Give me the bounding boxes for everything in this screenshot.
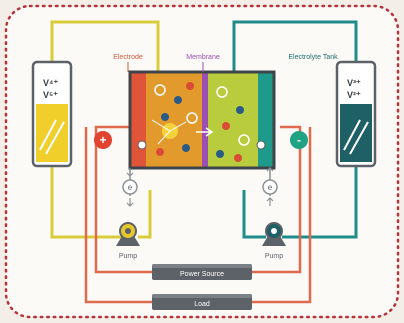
power-source-label: Power Source bbox=[180, 271, 224, 278]
membrane-label: Membrane bbox=[186, 54, 220, 61]
electron-icon bbox=[122, 168, 138, 207]
right-half-cell bbox=[208, 72, 258, 168]
left-tank-ion-2: V⁵⁺ bbox=[43, 90, 58, 100]
electron-symbol-right: e bbox=[268, 183, 273, 192]
positive-terminal-symbol: + bbox=[99, 133, 106, 147]
ion-arrow-icon bbox=[196, 127, 214, 137]
negative-terminal-icon bbox=[290, 131, 308, 149]
electrode-electron-icon-right bbox=[256, 140, 266, 150]
ion-icon bbox=[238, 134, 250, 146]
electron-symbol-left: e bbox=[128, 183, 133, 192]
electrode-electron-icon-left bbox=[137, 140, 147, 150]
ion-icon bbox=[161, 113, 169, 121]
ion-icon bbox=[156, 148, 164, 156]
membrane bbox=[202, 72, 208, 168]
ion-icon bbox=[174, 96, 182, 104]
right-tank-ion-2: V²⁺ bbox=[347, 90, 361, 100]
ion-icon bbox=[186, 82, 194, 90]
ion-icon bbox=[216, 86, 228, 98]
ion-icon bbox=[154, 84, 166, 96]
right-electrode bbox=[258, 72, 274, 168]
left-electrolyte-loop bbox=[50, 20, 160, 239]
pump-left-label: Pump bbox=[119, 253, 137, 260]
electron-icon bbox=[262, 167, 278, 206]
right-electrolyte-tank bbox=[335, 60, 377, 168]
electrolyte-tank-label: Electrolyte Tank bbox=[288, 54, 338, 61]
load-bar bbox=[152, 294, 252, 310]
electrode-label: Electrode bbox=[113, 54, 143, 61]
pump-right-label: Pump bbox=[265, 253, 283, 260]
cell-stack bbox=[128, 70, 276, 170]
left-tank-ion-1: V⁴⁺ bbox=[43, 78, 58, 88]
left-electrolyte-tank bbox=[31, 60, 73, 168]
right-tank-ion-1: V³⁺ bbox=[347, 78, 361, 88]
right-electrolyte-loop bbox=[232, 20, 358, 239]
left-electrode bbox=[130, 72, 146, 168]
pump-icon bbox=[116, 222, 140, 246]
ion-icon bbox=[234, 154, 242, 162]
power-source-bar bbox=[152, 264, 252, 280]
pump-icon bbox=[262, 222, 286, 246]
ion-icon bbox=[186, 112, 198, 124]
negative-terminal-symbol: - bbox=[297, 133, 301, 147]
ion-icon bbox=[216, 150, 224, 158]
load-label: Load bbox=[194, 301, 210, 308]
ion-icon bbox=[236, 106, 244, 114]
ions bbox=[137, 82, 266, 162]
positive-terminal-icon bbox=[94, 131, 112, 149]
ion-icon bbox=[182, 144, 190, 152]
ion-icon bbox=[222, 122, 230, 130]
